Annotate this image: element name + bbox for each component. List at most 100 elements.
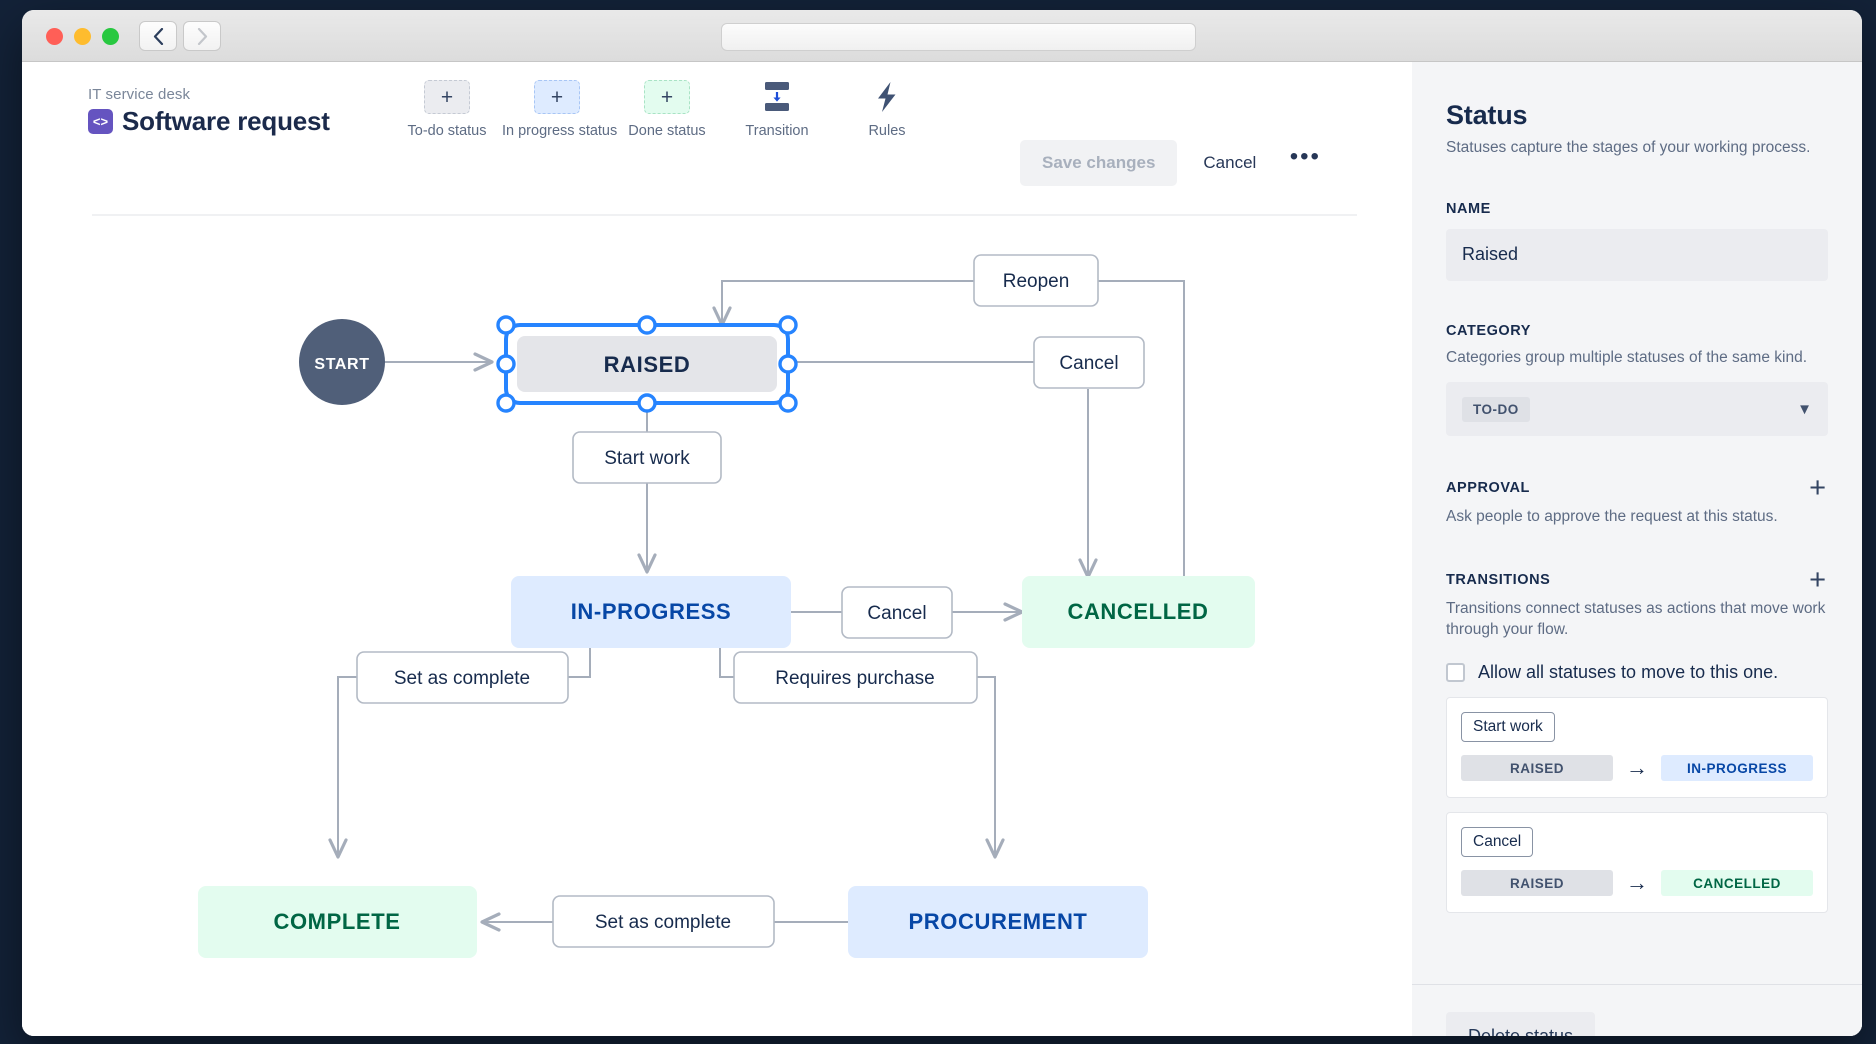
toolbar-divider — [92, 214, 1357, 216]
node-body — [848, 886, 1148, 958]
status-details-panel: Status Statuses capture the stages of yo… — [1412, 62, 1862, 1036]
node-inprogress[interactable]: IN-PROGRESS — [511, 576, 791, 648]
plus-icon: + — [424, 80, 470, 114]
edge-label-text: Set as complete — [595, 912, 731, 933]
name-label: NAME — [1446, 200, 1491, 217]
handle-top-left[interactable] — [496, 315, 516, 335]
more-options-button[interactable]: ••• — [1282, 140, 1328, 186]
cancel-button[interactable]: Cancel — [1181, 140, 1278, 186]
transition-to-status: CANCELLED — [1661, 870, 1813, 897]
category-description: Categories group multiple statuses of th… — [1446, 348, 1807, 366]
handle-middle-left[interactable] — [496, 354, 516, 374]
edge-inprogress-to-requirespurchase — [719, 648, 734, 678]
tool-todo-status[interactable]: + To-do status — [392, 80, 502, 139]
edge-label-requirespurchase[interactable]: Requires purchase — [733, 651, 978, 704]
node-label: RAISED — [604, 352, 691, 377]
handle-top-center[interactable] — [637, 315, 657, 335]
minimize-window-icon[interactable] — [74, 28, 91, 45]
transition-to-status: IN-PROGRESS — [1661, 755, 1813, 782]
edge-setcomplete-to-complete — [328, 676, 357, 859]
edge-label-startwork[interactable]: Start work — [572, 431, 722, 484]
transitions-section-header: TRANSITIONS + — [1446, 563, 1828, 596]
handle-top-right[interactable] — [778, 315, 798, 335]
node-raised[interactable]: RAISED — [496, 315, 798, 413]
node-body — [1022, 576, 1255, 648]
panel-heading: Status — [1446, 100, 1528, 130]
workflow-toolbar: IT service desk <> Software request + To… — [22, 62, 1412, 216]
node-label: CANCELLED — [1067, 599, 1208, 624]
close-window-icon[interactable] — [46, 28, 63, 45]
save-changes-button[interactable]: Save changes — [1020, 140, 1178, 186]
handle-middle-right[interactable] — [778, 354, 798, 374]
tool-label: In progress status — [502, 123, 618, 139]
edge-label-text: Cancel — [1059, 353, 1118, 374]
maximize-window-icon[interactable] — [102, 28, 119, 45]
edge-label-text: Reopen — [1003, 271, 1070, 292]
toolbar-tools: + To-do status + In progress status + Do… — [392, 80, 942, 139]
tool-done-status[interactable]: + Done status — [612, 80, 722, 139]
transition-card[interactable]: Start work RAISED → IN-PROGRESS — [1446, 697, 1828, 799]
browser-window: IT service desk <> Software request + To… — [22, 10, 1862, 1036]
chevron-down-icon: ▼ — [1797, 400, 1812, 418]
address-bar[interactable] — [721, 23, 1196, 51]
node-body — [511, 576, 791, 648]
chevron-left-icon — [153, 27, 163, 45]
edge-labels: Start work Cancel Reopen Cancel — [356, 254, 1145, 948]
transition-from-status: RAISED — [1461, 870, 1613, 897]
edge-label-text: Start work — [604, 448, 690, 469]
transition-name[interactable]: Start work — [1461, 712, 1555, 743]
node-body — [517, 336, 777, 392]
allow-all-statuses-row[interactable]: Allow all statuses to move to this one. — [1446, 662, 1828, 683]
app-body: IT service desk <> Software request + To… — [22, 62, 1862, 1036]
workflow-canvas-area: IT service desk <> Software request + To… — [22, 62, 1412, 1036]
panel-divider — [1412, 984, 1862, 985]
workflow-diagram[interactable]: START RAISED — [22, 182, 1412, 1036]
toolbar-actions: Save changes Cancel ••• — [1020, 140, 1328, 186]
browser-nav[interactable] — [139, 21, 221, 51]
chevron-right-icon — [197, 27, 207, 45]
transition-name[interactable]: Cancel — [1461, 827, 1534, 858]
transitions-description: Transitions connect statuses as actions … — [1446, 599, 1826, 639]
node-procurement[interactable]: PROCUREMENT — [848, 886, 1148, 958]
transition-card[interactable]: Cancel RAISED → CANCELLED — [1446, 812, 1828, 914]
edge-label-cancel-raised[interactable]: Cancel — [1033, 336, 1145, 389]
allow-all-label: Allow all statuses to move to this one. — [1478, 662, 1779, 683]
breadcrumb-and-title: IT service desk <> Software request — [88, 86, 330, 137]
edge-label-setcomplete-inprogress[interactable]: Set as complete — [356, 651, 569, 704]
handle-bottom-right[interactable] — [778, 393, 798, 413]
tool-in-progress-status[interactable]: + In progress status — [502, 80, 618, 139]
back-button[interactable] — [139, 21, 177, 51]
add-approval-button[interactable]: + — [1809, 472, 1826, 505]
window-controls[interactable] — [46, 28, 119, 45]
forward-button[interactable] — [183, 21, 221, 51]
tool-transition[interactable]: Transition — [722, 80, 832, 139]
breadcrumb[interactable]: IT service desk — [88, 86, 191, 103]
transitions-label: TRANSITIONS — [1446, 571, 1551, 588]
selection-handles[interactable] — [496, 315, 798, 413]
delete-status-button[interactable]: Delete status — [1446, 1012, 1596, 1036]
edge-reopen-to-raised — [712, 280, 974, 327]
edge-label-cancel-inprogress[interactable]: Cancel — [841, 586, 953, 639]
transition-icon — [765, 82, 789, 111]
node-complete[interactable]: COMPLETE — [198, 886, 477, 958]
edge-label-text: Requires purchase — [775, 668, 934, 689]
node-cancelled[interactable]: CANCELLED — [1022, 576, 1255, 648]
transition-from-status: RAISED — [1461, 755, 1613, 782]
handle-bottom-left[interactable] — [496, 393, 516, 413]
edge-label-reopen[interactable]: Reopen — [973, 254, 1099, 307]
category-select[interactable]: TO-DO ▼ — [1446, 382, 1828, 437]
status-name-input[interactable]: Raised — [1446, 228, 1828, 281]
category-label: CATEGORY — [1446, 322, 1531, 339]
edge-label-setcomplete-procurement[interactable]: Set as complete — [552, 895, 775, 948]
node-start[interactable]: START — [299, 319, 385, 405]
approval-description: Ask people to approve the request at thi… — [1446, 508, 1778, 526]
handle-bottom-center[interactable] — [637, 393, 657, 413]
tool-rules[interactable]: Rules — [832, 80, 942, 139]
plus-icon: + — [534, 80, 580, 114]
node-label: IN-PROGRESS — [571, 599, 732, 624]
allow-all-checkbox[interactable] — [1446, 663, 1465, 683]
add-transition-button[interactable]: + — [1809, 563, 1826, 596]
plus-icon: + — [644, 80, 690, 114]
edge-label-text: Set as complete — [394, 668, 530, 689]
